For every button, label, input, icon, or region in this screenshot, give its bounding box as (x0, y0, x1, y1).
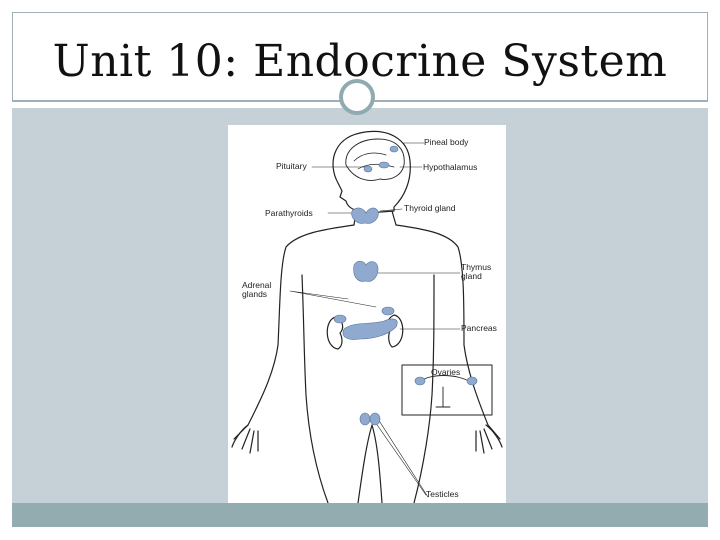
left-ovary (414, 376, 426, 386)
endocrine-diagram: Pineal body Pituitary Hypothalamus Parat… (228, 125, 506, 503)
label-pituitary: Pituitary (276, 161, 307, 171)
label-thymus-gland: Thymus gland (461, 262, 492, 281)
label-adrenal-glands: Adrenal glands (242, 280, 272, 299)
ovaries-inset-box (401, 364, 493, 416)
title-frame (12, 12, 708, 100)
label-pancreas: Pancreas (461, 323, 497, 333)
right-adrenal-gland (381, 306, 395, 316)
right-ovary (466, 376, 478, 386)
pituitary-gland (363, 165, 373, 173)
head-outline (332, 130, 411, 214)
label-testicles: Testicles (426, 489, 459, 499)
hypothalamus-gland (378, 161, 390, 169)
label-pineal-body: Pineal body (424, 137, 469, 147)
left-kidney-outline (326, 316, 344, 350)
body-outline-figure (231, 130, 503, 503)
ring-ornament-icon (339, 79, 375, 115)
pineal-body-gland (389, 145, 399, 153)
footer-bar (12, 503, 708, 527)
thymus-gland (353, 260, 379, 282)
left-testicle (359, 412, 371, 426)
right-testicle (369, 412, 381, 426)
label-thyroid-gland: Thyroid gland (404, 203, 456, 213)
right-hand-outline (475, 424, 503, 454)
label-hypothalamus: Hypothalamus (423, 162, 478, 172)
torso-outline (233, 224, 501, 440)
label-ovaries: Ovaries (431, 367, 461, 377)
left-hand-outline (231, 424, 259, 454)
slide-title: Unit 10: Endocrine System (52, 36, 668, 87)
left-adrenal-gland (333, 314, 347, 324)
thyroid-gland (351, 207, 379, 224)
brain-outline (345, 138, 405, 181)
pancreas-gland (342, 318, 398, 340)
label-parathyroids: Parathyroids (265, 208, 313, 218)
